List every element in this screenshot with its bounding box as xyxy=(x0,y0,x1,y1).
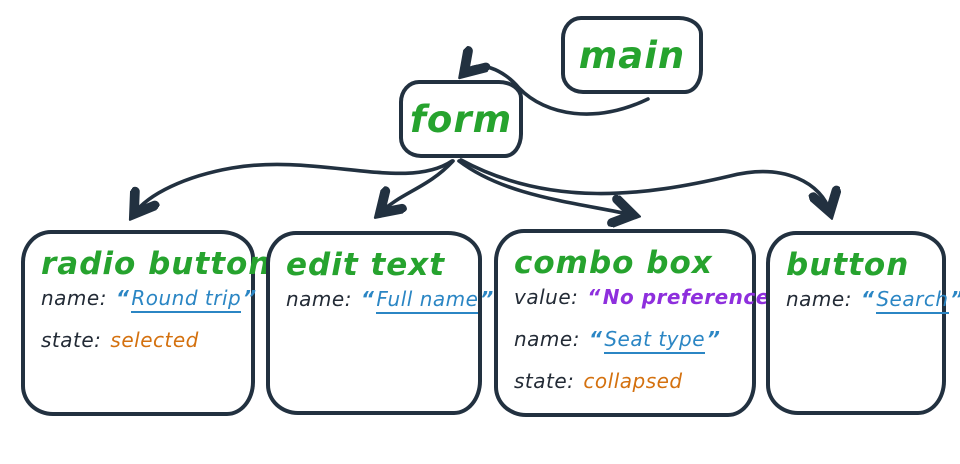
prop-row-name: name: “Seat type” xyxy=(514,327,746,369)
node-main-title: main xyxy=(578,33,686,77)
node-radio-button: radio button name: “Round trip” state: s… xyxy=(21,230,272,416)
prop-row-name: name: “Round trip” xyxy=(41,286,256,328)
value-text: Round trip xyxy=(131,286,242,313)
node-edit-text: edit text name: “Full name” xyxy=(266,231,493,415)
prop-row-name: name: “Search” xyxy=(786,287,960,329)
prop-value: “Seat type” xyxy=(588,327,721,354)
arrow-form-to-edit-text xyxy=(380,159,455,213)
prop-value: selected xyxy=(110,328,199,352)
prop-value: “No preference” xyxy=(587,285,785,309)
prop-label: value: xyxy=(514,285,579,309)
value-text: Search xyxy=(876,287,949,314)
prop-row-state: state: collapsed xyxy=(514,369,746,411)
node-combo-box: combo box value: “No preference” name: “… xyxy=(494,229,785,417)
prop-value: “Search” xyxy=(860,287,960,314)
prop-label: name: xyxy=(786,287,852,311)
value-text: Seat type xyxy=(604,327,705,354)
prop-value: “Round trip” xyxy=(115,286,257,313)
node-button-title: button xyxy=(786,247,910,283)
prop-row-name: name: “Full name” xyxy=(286,287,493,329)
node-radio-button-title: radio button xyxy=(41,246,272,282)
prop-label: name: xyxy=(41,286,107,310)
prop-label: state: xyxy=(514,369,575,393)
close-quote: ” xyxy=(707,327,721,351)
value-text: No preference xyxy=(602,285,770,309)
node-form: form xyxy=(399,80,523,158)
arrow-form-to-radio-button xyxy=(134,159,454,214)
prop-value: “Full name” xyxy=(360,287,494,314)
open-quote: “ xyxy=(115,286,130,310)
open-quote: “ xyxy=(588,327,603,351)
prop-value: collapsed xyxy=(583,369,683,393)
node-main: main xyxy=(561,16,703,94)
open-quote: “ xyxy=(360,287,375,311)
prop-row-state: state: selected xyxy=(41,328,245,370)
close-quote: ” xyxy=(243,286,257,310)
node-edit-text-title: edit text xyxy=(286,247,446,283)
value-text: Full name xyxy=(376,287,479,314)
node-combo-box-title: combo box xyxy=(514,245,713,281)
arrow-form-to-combo-box xyxy=(457,159,633,215)
open-quote: “ xyxy=(587,285,601,309)
close-quote: ” xyxy=(480,287,494,311)
prop-label: state: xyxy=(41,328,102,352)
node-form-title: form xyxy=(409,97,513,141)
arrow-form-to-button xyxy=(459,158,830,212)
prop-label: name: xyxy=(514,327,580,351)
close-quote: ” xyxy=(951,287,960,311)
prop-label: name: xyxy=(286,287,352,311)
node-button: button name: “Search” xyxy=(766,231,960,415)
prop-row-value: value: “No preference” xyxy=(514,285,785,327)
open-quote: “ xyxy=(860,287,875,311)
